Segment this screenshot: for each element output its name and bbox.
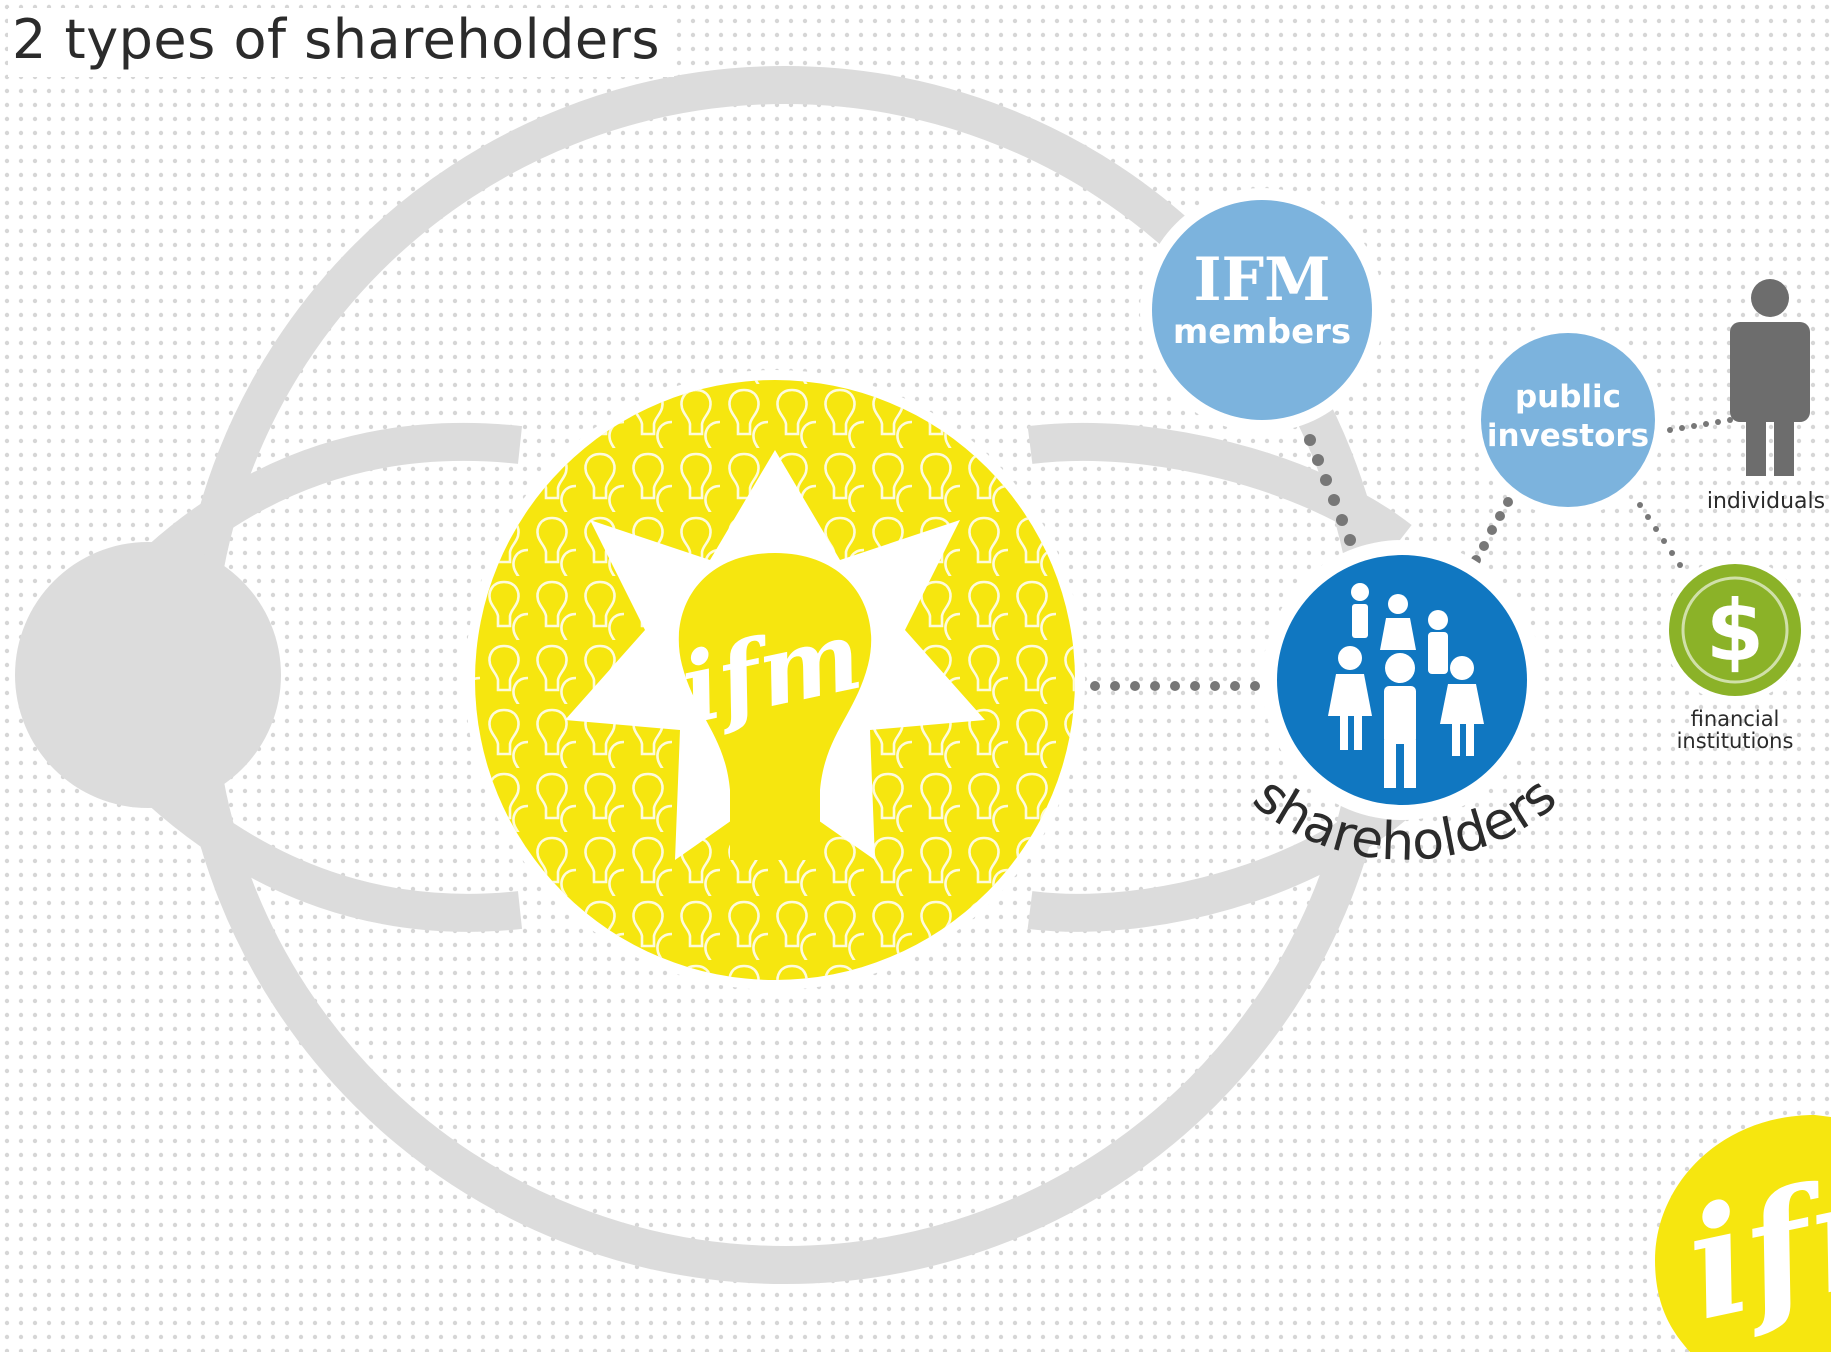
individuals-label: individuals (1707, 489, 1825, 514)
financial-line1: financial (1691, 707, 1780, 731)
ifm-members-line2: members (1173, 312, 1351, 352)
ifm-members-node: IFM members (1140, 188, 1384, 432)
ifm-center-node: ifm (465, 370, 1085, 990)
corner-ifm-logo: ifm (1655, 1115, 1831, 1352)
public-investors-line1: public (1515, 379, 1621, 415)
person-icon (1730, 279, 1810, 476)
ifm-members-line1: IFM (1193, 245, 1330, 315)
page-title: 2 types of shareholders (8, 8, 674, 77)
financial-institutions-node: $ financial institutions (1663, 558, 1807, 753)
individuals-node: individuals (1707, 279, 1825, 514)
dollar-icon: $ (1706, 582, 1764, 680)
connector-dots (1090, 417, 1733, 691)
public-investors-node: public investors (1472, 324, 1664, 516)
lightbulb-icon (678, 553, 872, 860)
public-investors-line2: investors (1487, 418, 1649, 454)
orbit-node-left (15, 542, 281, 808)
people-group-icon (1328, 583, 1484, 788)
financial-line2: institutions (1677, 729, 1794, 753)
